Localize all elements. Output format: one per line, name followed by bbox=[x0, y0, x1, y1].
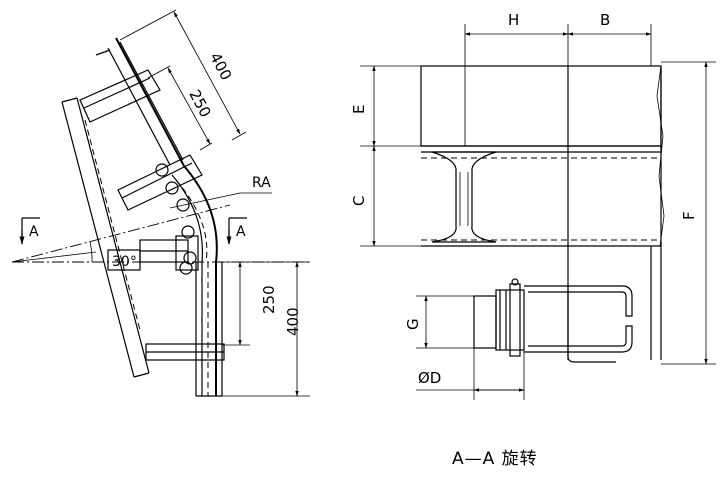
dim-c-label: C bbox=[350, 196, 368, 206]
angle-annotation: 30° bbox=[89, 241, 137, 270]
dim-d: ØD bbox=[416, 348, 525, 400]
dim-b-label: B bbox=[600, 11, 610, 29]
right-view: H B E C F bbox=[350, 11, 716, 400]
dim-e-label: E bbox=[350, 105, 368, 114]
dim-g: G bbox=[404, 295, 474, 349]
dim-250-rotated: 250 bbox=[147, 65, 215, 151]
dim-vertical: 250 400 bbox=[222, 261, 310, 397]
dim-f: F bbox=[661, 61, 716, 365]
dim-f-label: F bbox=[680, 211, 698, 220]
dim-d-label: ØD bbox=[418, 369, 441, 387]
left-view: A A 30° RA 400 bbox=[11, 9, 310, 397]
dim-250-rotated-label: 250 bbox=[185, 87, 214, 121]
dim-400-rotated: 400 bbox=[119, 9, 247, 141]
i-beam bbox=[431, 151, 497, 243]
curved-guide bbox=[171, 165, 218, 263]
dim-400-rotated-label: 400 bbox=[206, 50, 235, 84]
center-lines bbox=[11, 204, 310, 263]
section-mark-right: A bbox=[226, 217, 247, 245]
section-mark-left-label: A bbox=[29, 224, 39, 240]
radius-annotation: RA bbox=[169, 175, 272, 209]
section-mark-right-label: A bbox=[236, 224, 246, 240]
section-mark-left: A bbox=[19, 217, 40, 245]
roller-assembly bbox=[473, 278, 633, 363]
dim-e: E bbox=[350, 65, 421, 147]
vertical-guide bbox=[195, 262, 223, 397]
dim-h-label: H bbox=[508, 11, 519, 29]
dim-h: H bbox=[464, 11, 569, 66]
caption: A—A 旋转 bbox=[452, 449, 538, 469]
dim-c: C bbox=[350, 145, 432, 247]
dim-b: B bbox=[567, 11, 652, 66]
dim-vertical-outer-label: 400 bbox=[284, 307, 302, 336]
angle-label: 30° bbox=[112, 254, 137, 270]
dim-g-label: G bbox=[404, 318, 422, 330]
radius-label: RA bbox=[252, 175, 271, 191]
dim-vertical-inner-label: 250 bbox=[260, 285, 278, 314]
horizontal-supports bbox=[107, 235, 225, 361]
